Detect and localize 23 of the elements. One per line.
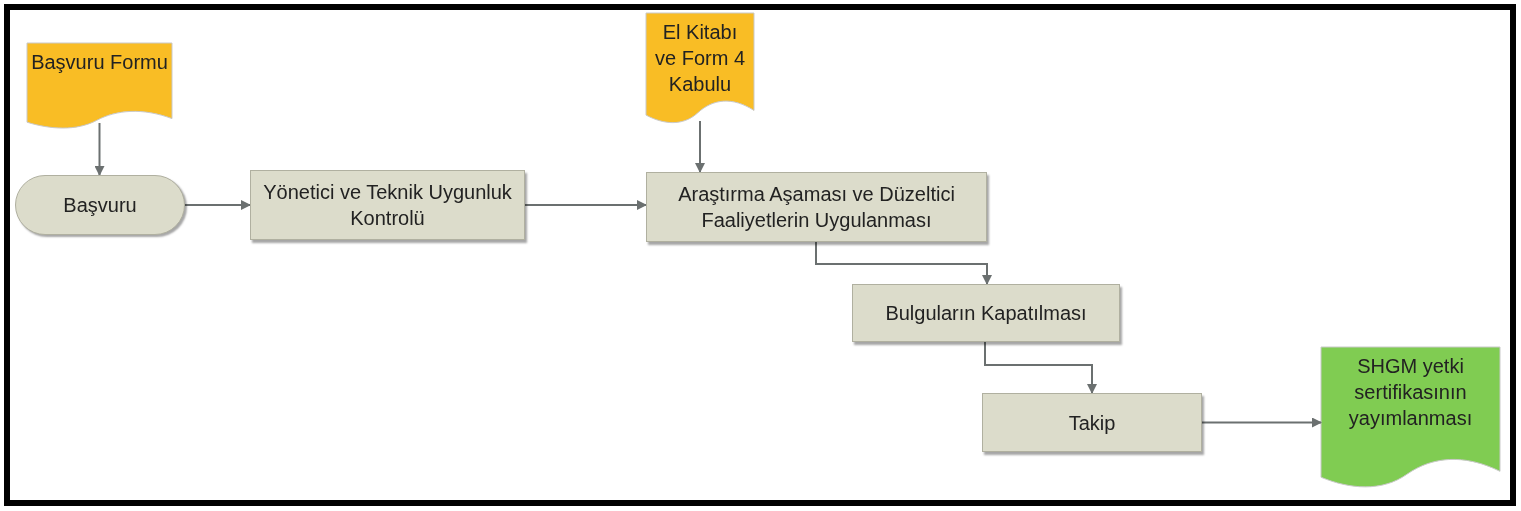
- terminal-pill: [15, 175, 185, 235]
- arrow: [94, 122, 105, 176]
- node-label: Takip: [1067, 410, 1117, 436]
- arrow: [524, 200, 647, 210]
- document-shape: [1320, 346, 1501, 488]
- node-label: SHGM yetki sertifikasının yayımlanması: [1347, 354, 1474, 431]
- process-box: [646, 172, 987, 242]
- arrow: [815, 241, 992, 285]
- node-label: Bulguların Kapatılması: [884, 301, 1088, 326]
- process-box: [852, 284, 1120, 342]
- process-box: [982, 393, 1202, 452]
- node-label: El Kitabı ve Form 4 Kabulu: [654, 20, 746, 97]
- arrow: [1201, 417, 1322, 428]
- process-box: [250, 170, 525, 240]
- node-label: Başvuru: [62, 193, 138, 218]
- arrow: [184, 200, 251, 210]
- arrow: [695, 120, 705, 173]
- document-shape: [645, 12, 755, 124]
- node-label: Başvuru Formu: [30, 50, 169, 75]
- node-label: Yönetici ve Teknik Uygunluk Kontrolü: [262, 180, 513, 231]
- document-shape: [26, 42, 173, 129]
- arrow: [984, 341, 1097, 394]
- node-label: Araştırma Aşaması ve Düzeltici Faaliyetlerin Uygulanması: [677, 182, 956, 233]
